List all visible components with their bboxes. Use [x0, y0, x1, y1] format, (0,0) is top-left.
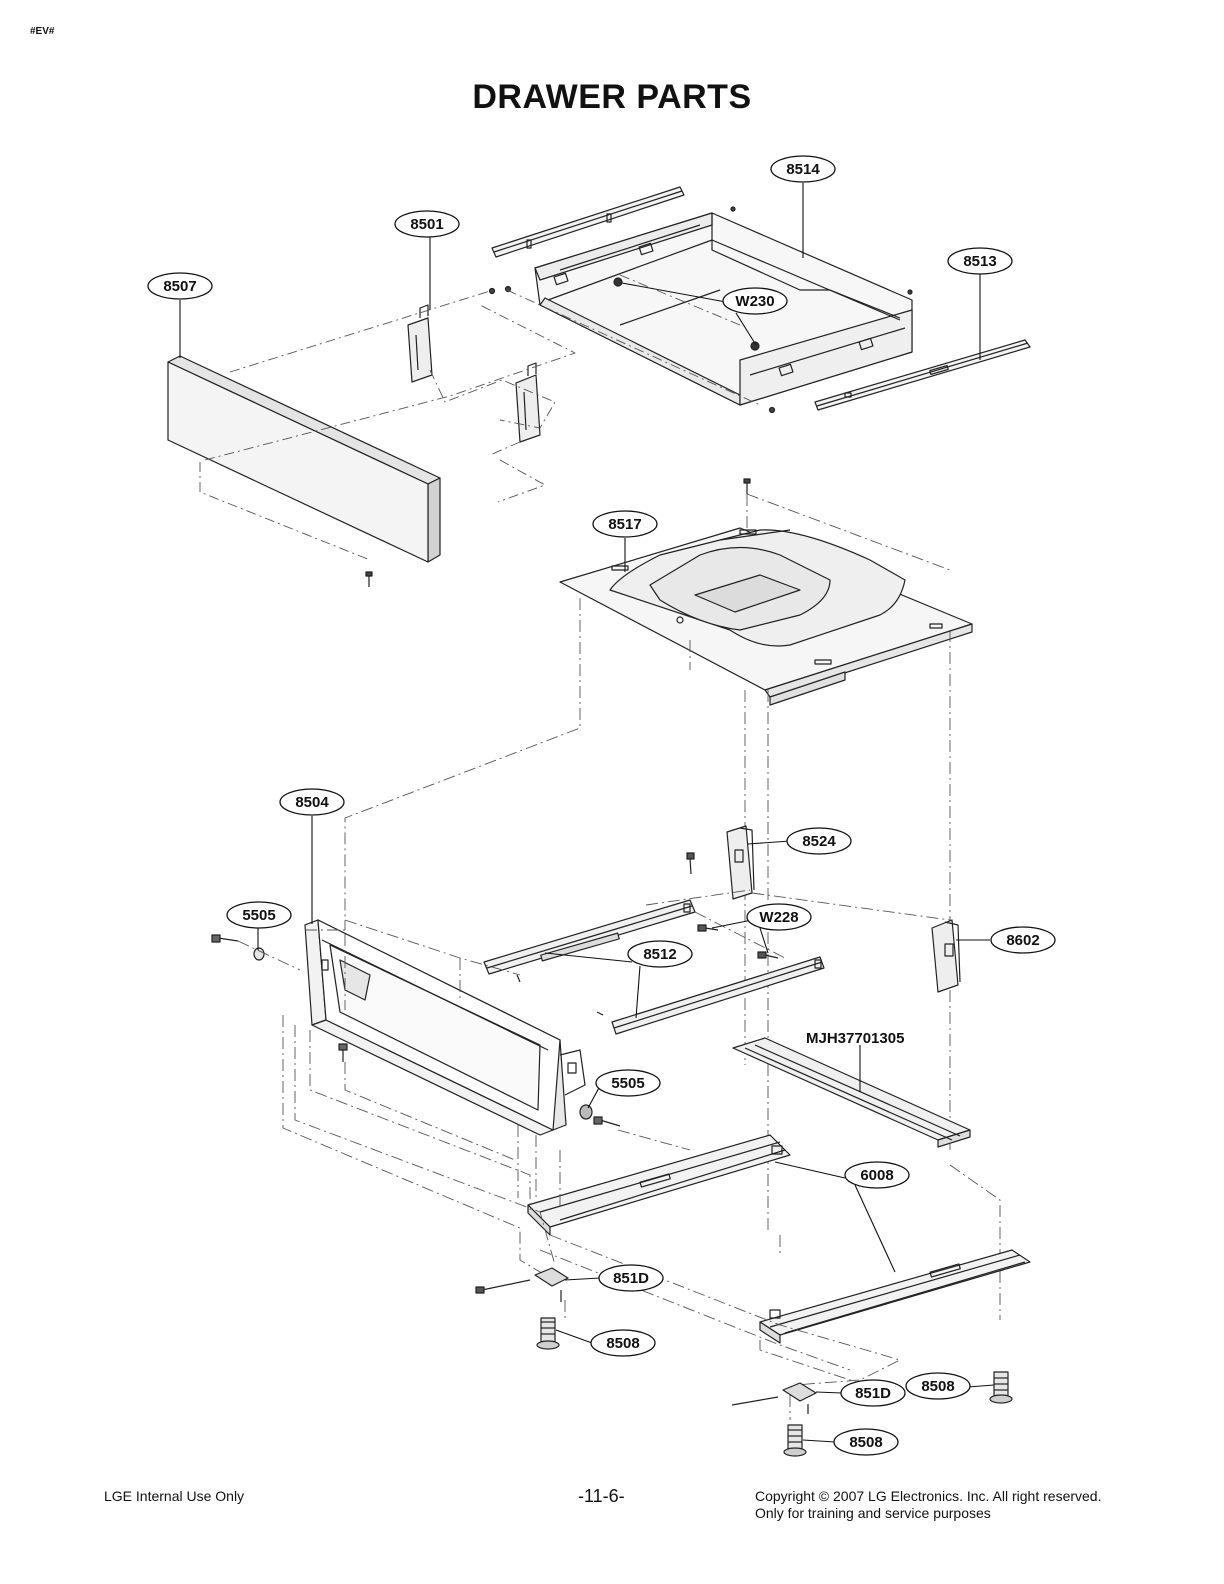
callout-labels: 8514 8501 8513 8507 W230 8517 8504 8524: [147, 155, 1056, 1456]
leveler-assembly-right: [731, 1371, 1013, 1457]
callout-5505-right-text: 5505: [611, 1075, 644, 1092]
drawer-front-panel: [167, 355, 441, 563]
slide-rail-left: [483, 899, 696, 975]
callout-w228-text: W228: [759, 909, 798, 926]
footer-copyright-line1: Copyright © 2007 LG Electronics. Inc. Al…: [755, 1488, 1102, 1504]
slide-6008-right: [759, 1249, 1031, 1344]
drawer-screws: [488, 206, 913, 414]
rail-screws: [516, 924, 779, 1016]
footer-copyright: Copyright © 2007 LG Electronics. Inc. Al…: [755, 1488, 1101, 1522]
corner-tag: #EV#: [30, 26, 55, 37]
callout-8524: 8524: [786, 827, 852, 855]
base-plate: [559, 527, 973, 706]
callout-851d-right-text: 851D: [855, 1385, 891, 1402]
footer-internal-use: LGE Internal Use Only: [104, 1488, 245, 1504]
leader-lines: [179, 183, 995, 1443]
callout-8513: 8513: [947, 247, 1013, 275]
drawer-top-rail: [491, 186, 685, 258]
page-title: DRAWER PARTS: [472, 78, 752, 116]
callout-8508-left: 8508: [590, 1329, 656, 1357]
callout-8508-right-text: 8508: [921, 1378, 954, 1395]
callout-8508-bottom-text: 8508: [849, 1434, 882, 1451]
callout-8501: 8501: [394, 210, 460, 238]
callout-8517: 8517: [592, 510, 658, 538]
callout-8524-text: 8524: [802, 833, 836, 850]
callout-851d-right: 851D: [840, 1379, 906, 1407]
callout-5505-right: 5505: [595, 1069, 661, 1097]
panel-screw: [365, 571, 373, 587]
front-frame: [304, 919, 586, 1136]
callout-8508-left-text: 8508: [606, 1335, 639, 1352]
callout-8512-text: 8512: [643, 946, 676, 963]
callout-8501-text: 8501: [410, 216, 443, 233]
base-screw: [743, 478, 751, 494]
callout-8513-text: 8513: [963, 253, 996, 270]
callout-8504-text: 8504: [295, 794, 329, 811]
callout-5505-left: 5505: [226, 901, 292, 929]
callout-w230: W230: [722, 287, 788, 315]
bracket-8524: [686, 825, 755, 900]
callout-8508-right: 8508: [905, 1372, 971, 1400]
alignment-lines-lower: [237, 889, 951, 1420]
callout-851d-left: 851D: [598, 1264, 664, 1292]
drawer-box: [534, 212, 913, 406]
callout-w228: W228: [746, 903, 812, 931]
brackets-8501: [407, 304, 541, 443]
callout-8517-text: 8517: [608, 516, 641, 533]
callout-5505-left-text: 5505: [242, 907, 275, 924]
frame-screws: [211, 934, 621, 1127]
slide-6008-left: [527, 1134, 791, 1236]
footer-copyright-line2: Only for training and service purposes: [755, 1505, 991, 1521]
side-rail-8513: [814, 339, 1031, 411]
callout-8514-text: 8514: [786, 161, 820, 178]
part-number-label: MJH37701305: [806, 1030, 904, 1047]
callout-8507-text: 8507: [163, 278, 196, 295]
callout-8602-text: 8602: [1006, 932, 1039, 949]
callout-851d-left-text: 851D: [613, 1270, 649, 1287]
callout-8504: 8504: [279, 788, 345, 816]
channel-mjh37701305: [732, 1037, 971, 1148]
callout-8512: 8512: [627, 940, 693, 968]
callout-6008: 6008: [844, 1161, 910, 1189]
footer-page-number: -11-6-: [578, 1486, 625, 1506]
leveler-assembly-left: [475, 1267, 569, 1350]
callout-8508-bottom: 8508: [833, 1428, 899, 1456]
callout-8514: 8514: [770, 155, 836, 183]
slide-rail-right: [611, 956, 825, 1035]
callout-8507: 8507: [147, 272, 213, 300]
callout-w230-text: W230: [735, 293, 774, 310]
callout-6008-text: 6008: [860, 1167, 893, 1184]
alignment-lines-top: [199, 274, 761, 561]
bracket-8602: [931, 919, 961, 993]
callout-8602: 8602: [990, 926, 1056, 954]
